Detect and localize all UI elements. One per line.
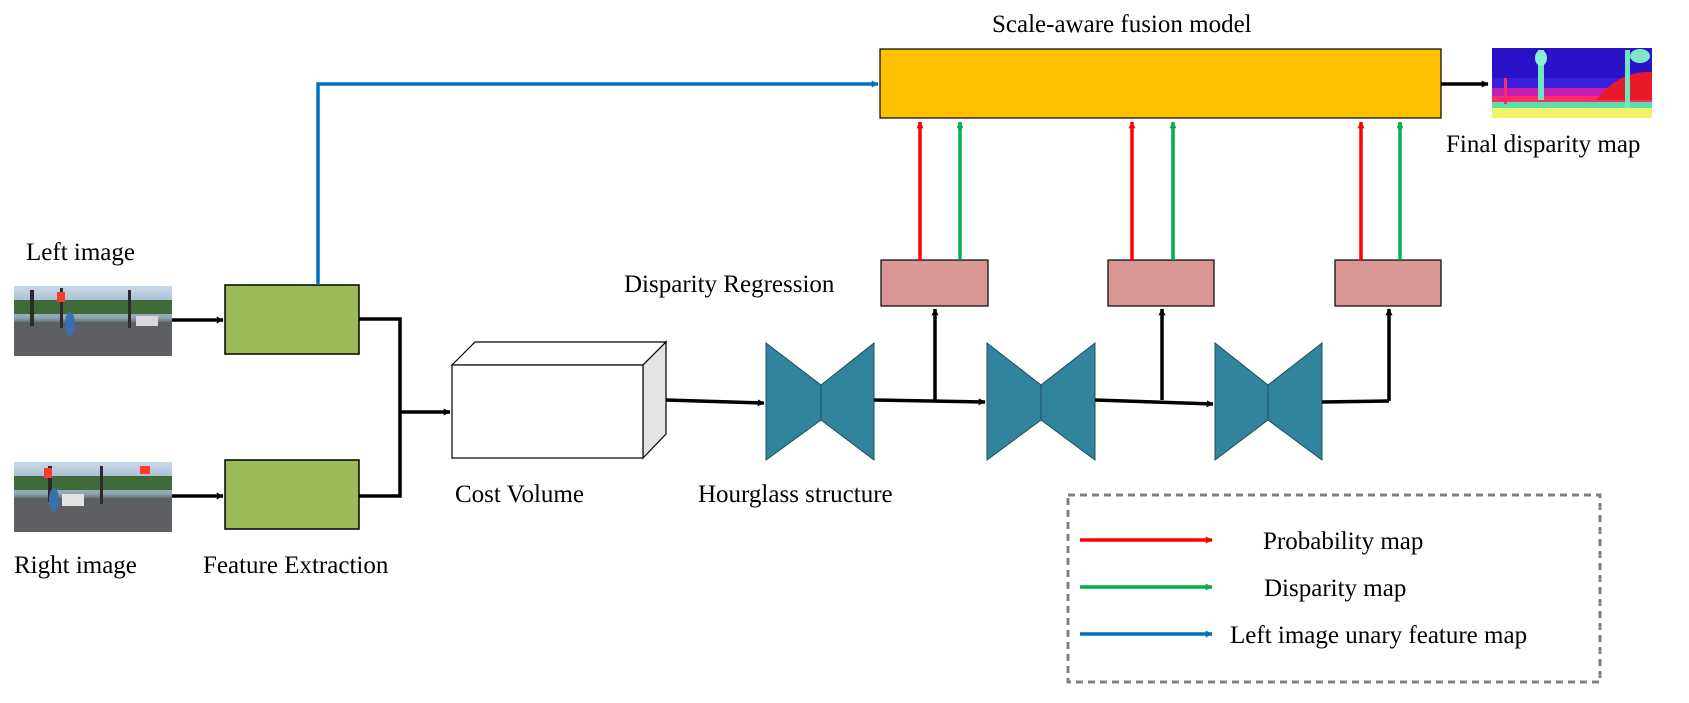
legend-unary-label: Left image unary feature map bbox=[1230, 622, 1528, 649]
arrow-hourglass-2-to-3 bbox=[1094, 398, 1214, 408]
disparity-regression-label: Disparity Regression bbox=[624, 271, 835, 298]
feature-extraction-box-left bbox=[224, 284, 360, 355]
right-image-thumbnail bbox=[14, 462, 172, 532]
feature-extraction-box-right bbox=[224, 459, 360, 530]
arrow-cost-volume-to-hourglass bbox=[665, 398, 765, 407]
left-image-thumbnail bbox=[14, 286, 172, 356]
left-image-label: Left image bbox=[26, 239, 135, 266]
right-image-label: Right image bbox=[14, 552, 137, 579]
fusion-model-title: Scale-aware fusion model bbox=[992, 11, 1252, 38]
unary-feature-arrow bbox=[316, 80, 879, 285]
final-disparity-map-label: Final disparity map bbox=[1446, 131, 1641, 158]
hourglass-module-2 bbox=[986, 341, 1096, 461]
legend-probability-label: Probability map bbox=[1263, 528, 1424, 555]
final-disparity-map-image bbox=[1492, 48, 1652, 118]
connector-features-merge bbox=[359, 317, 402, 498]
feature-extraction-label: Feature Extraction bbox=[203, 552, 389, 579]
connector-hourglass-3-out bbox=[1321, 399, 1390, 404]
cost-volume-label: Cost Volume bbox=[455, 481, 584, 508]
disparity-regression-box-1 bbox=[880, 259, 989, 307]
cost-volume-cube bbox=[450, 340, 668, 460]
legend-box bbox=[1066, 493, 1602, 684]
fusion-model-box bbox=[879, 48, 1442, 119]
hourglass-structure-label: Hourglass structure bbox=[698, 481, 893, 508]
hourglass-module-3 bbox=[1214, 341, 1323, 462]
disparity-regression-box-2 bbox=[1107, 259, 1215, 307]
hourglass-module-1 bbox=[765, 341, 875, 462]
disparity-regression-box-3 bbox=[1334, 259, 1442, 307]
arrow-hourglass-1-to-2 bbox=[873, 398, 986, 406]
legend-disparity-label: Disparity map bbox=[1264, 575, 1407, 602]
